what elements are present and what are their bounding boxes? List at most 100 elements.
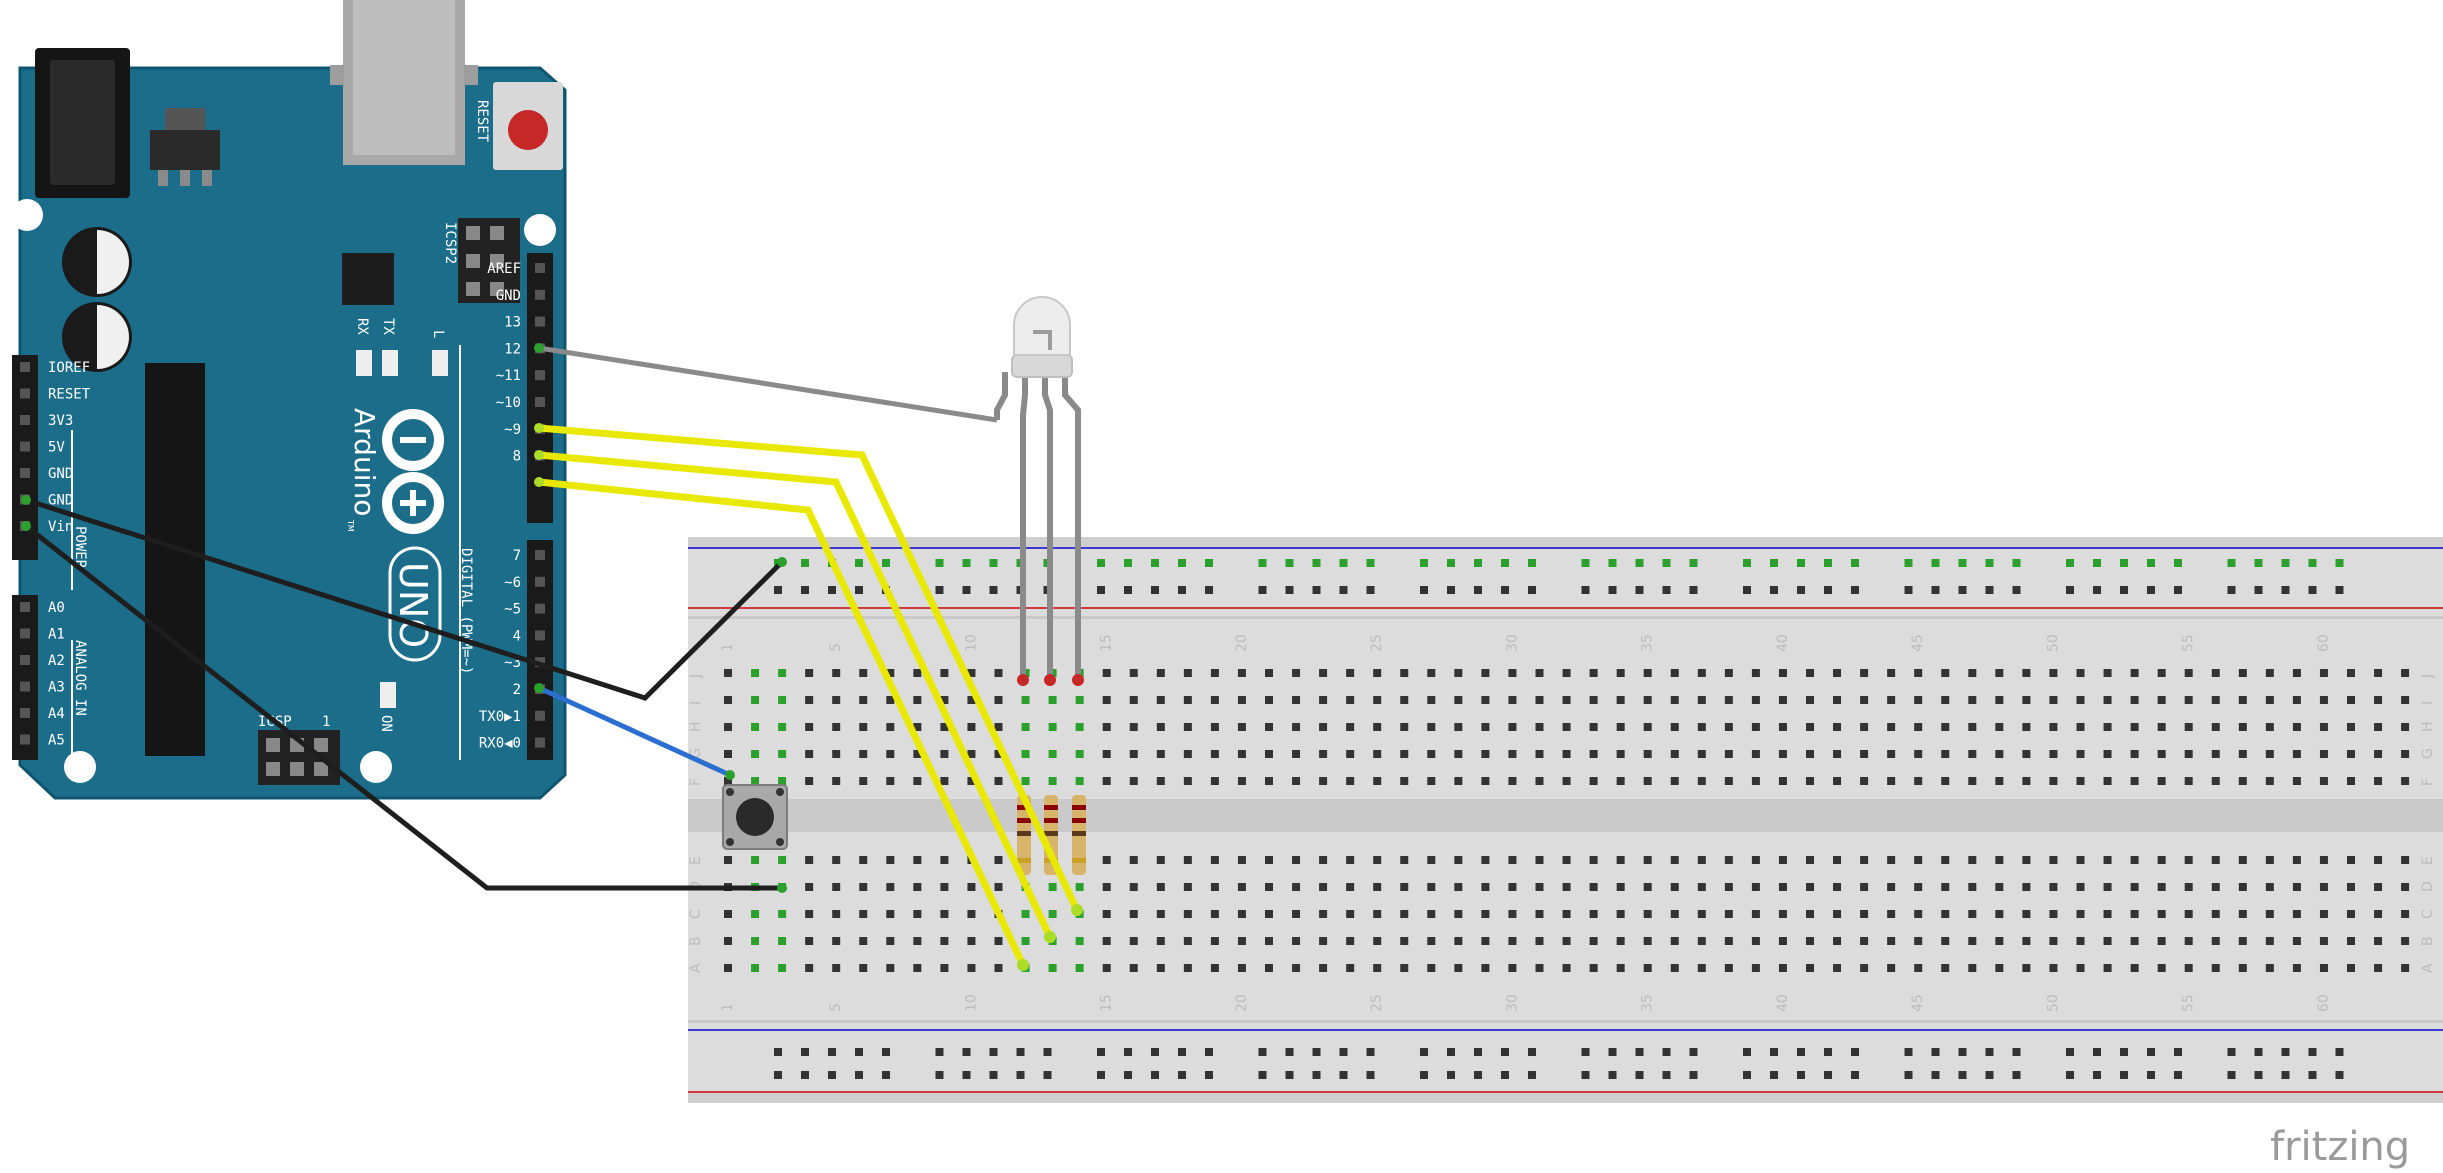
rail-hole	[935, 1071, 944, 1079]
breadboard-hole	[2076, 669, 2085, 677]
breadboard-hole	[2265, 723, 2274, 731]
breadboard-hole	[1833, 750, 1842, 758]
breadboard-hole	[1670, 883, 1679, 891]
breadboard-hole	[2374, 856, 2383, 864]
wire-blue-pin2[interactable]	[537, 685, 732, 778]
breadboard-hole	[1129, 723, 1138, 731]
breadboard-hole	[2130, 696, 2139, 704]
header-pin[interactable]	[20, 415, 30, 425]
row-letter: A	[688, 963, 704, 973]
header-pin[interactable]	[535, 630, 545, 641]
breadboard-hole	[778, 937, 787, 945]
rail-hole	[1366, 1048, 1375, 1056]
header-pin[interactable]	[20, 655, 30, 665]
rail-hole	[1797, 586, 1805, 594]
rgb-led-icon[interactable]	[994, 296, 1084, 686]
breadboard-hole	[805, 856, 814, 864]
breadboard-hole	[1968, 777, 1977, 785]
wire-yellow-pin11[interactable]	[538, 424, 1081, 912]
resistor-icon[interactable]	[1072, 795, 1086, 875]
breadboard-hole	[1292, 883, 1301, 891]
rail-hole	[2254, 586, 2263, 594]
rail-hole	[1339, 559, 1348, 567]
breadboard-hole	[1778, 856, 1787, 864]
header-pin[interactable]	[535, 737, 545, 748]
rail-hole	[1743, 1071, 1751, 1079]
breadboard-hole	[1075, 964, 1084, 972]
breadboard-hole	[1102, 883, 1111, 891]
breadboard-hole	[1373, 777, 1382, 785]
breadboard-hole	[832, 669, 841, 677]
resistor-icon[interactable]	[1017, 795, 1031, 875]
breadboard-hole	[2157, 883, 2166, 891]
breadboard-hole	[1237, 883, 1246, 891]
rail-hole	[2174, 1048, 2182, 1056]
push-button-icon[interactable]	[722, 784, 788, 850]
header-pin[interactable]	[20, 628, 30, 639]
header-pin[interactable]	[535, 603, 545, 614]
breadboard-hole	[2130, 937, 2139, 945]
breadboard-hole	[1914, 910, 1923, 918]
rail-hole	[828, 1048, 836, 1056]
wire-black-gnd-top[interactable]	[25, 497, 784, 701]
breadboard-hole	[967, 964, 976, 972]
breadboard-hole	[1860, 910, 1869, 918]
column-number-bottom: 10	[963, 994, 979, 1012]
rail-hole	[1743, 559, 1751, 567]
breadboard-hole	[2374, 750, 2383, 758]
header-pin[interactable]	[535, 370, 545, 381]
breadboard-hole	[1562, 723, 1571, 731]
breadboard-hole	[2292, 883, 2301, 891]
header-pin[interactable]	[20, 388, 30, 399]
breadboard-hole	[886, 669, 895, 677]
breadboard-hole	[832, 964, 841, 972]
breadboard-hole	[2238, 696, 2247, 704]
header-pin[interactable]	[20, 708, 30, 718]
header-pin[interactable]	[20, 681, 30, 692]
breadboard-hole	[1535, 937, 1544, 945]
breadboard-hole	[1968, 964, 1977, 972]
header-pin[interactable]	[535, 289, 545, 300]
breadboard-hole	[751, 937, 760, 945]
header-pin[interactable]	[20, 362, 30, 372]
reset-button[interactable]	[493, 82, 563, 170]
breadboard-hole	[1400, 856, 1409, 864]
rail-hole	[1528, 586, 1536, 594]
header-pin[interactable]	[535, 710, 545, 721]
header-pin[interactable]	[535, 316, 545, 327]
header-pin[interactable]	[20, 441, 30, 452]
breadboard-hole	[751, 856, 760, 864]
rail-hole	[1608, 1071, 1617, 1079]
breadboard-hole	[2022, 750, 2031, 758]
breadboard-hole	[724, 750, 732, 758]
column-number-bottom: 1	[720, 1003, 736, 1012]
wire-black-gnd-bottom[interactable]	[24, 524, 782, 891]
rail-hole	[989, 586, 998, 594]
header-pin[interactable]	[20, 468, 30, 478]
breadboard-hole	[1941, 777, 1950, 785]
rail-hole	[1124, 1071, 1132, 1079]
breadboard-hole	[967, 750, 976, 758]
header-pin[interactable]	[535, 550, 545, 560]
rail-hole	[1366, 1071, 1375, 1079]
header-pin[interactable]	[535, 397, 545, 407]
breadboard-hole	[1427, 696, 1436, 704]
wire-yellow-pin10[interactable]	[538, 451, 1054, 939]
breadboard-hole	[1075, 937, 1084, 945]
header-pin[interactable]	[535, 263, 545, 273]
breadboard-hole	[2157, 964, 2166, 972]
breadboard-hole	[1616, 777, 1625, 785]
header-pin[interactable]	[20, 734, 30, 745]
breadboard-hole	[1860, 696, 1869, 704]
breadboard-hole	[1941, 696, 1950, 704]
wire-gray-gnd-to-led[interactable]	[538, 345, 998, 423]
center-channel	[688, 799, 2443, 832]
column-number-top: 25	[1369, 634, 1385, 652]
rail-hole	[1581, 1071, 1590, 1079]
header-pin[interactable]	[20, 602, 30, 612]
pin-label: ~9	[504, 422, 521, 438]
header-pin[interactable]	[535, 576, 545, 587]
breadboard-hole	[2319, 937, 2328, 945]
wire-yellow-pin9[interactable]	[538, 478, 1027, 967]
breadboard-hole	[2211, 723, 2220, 731]
